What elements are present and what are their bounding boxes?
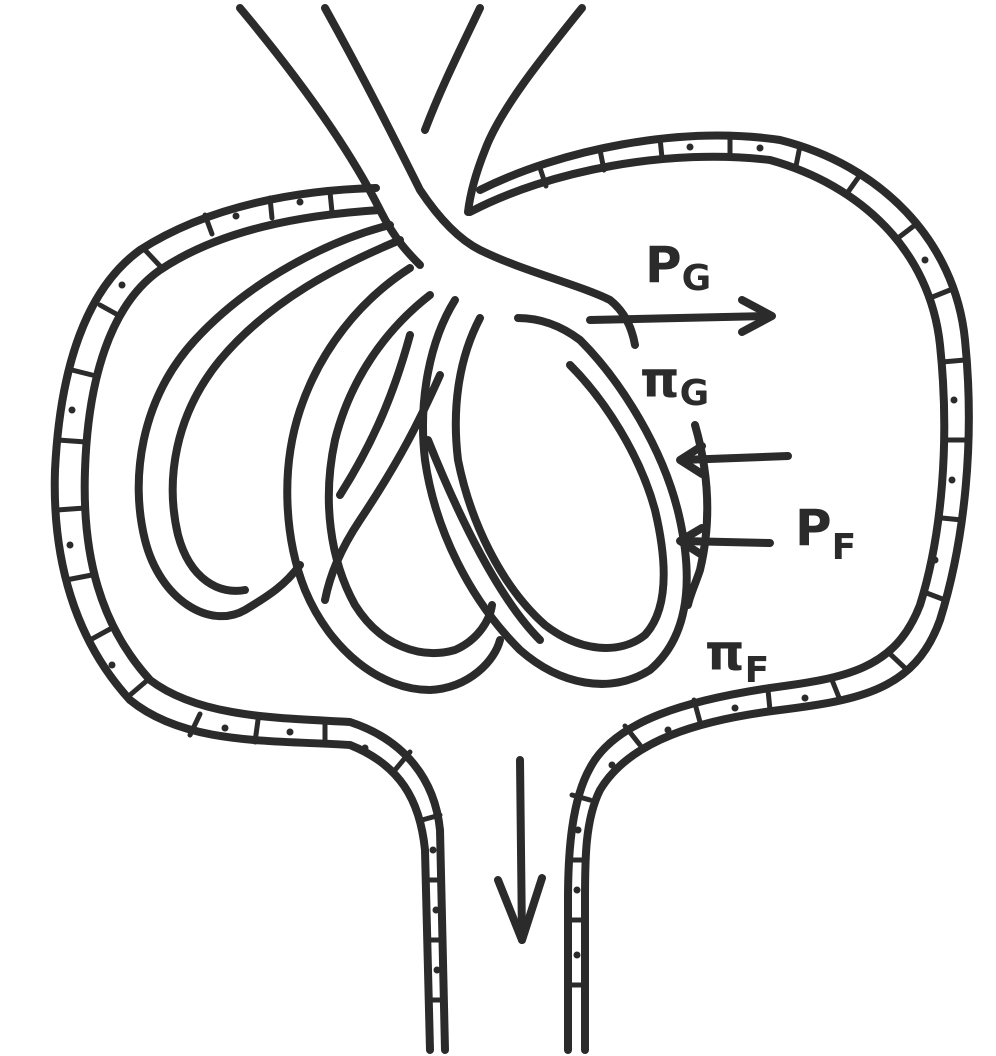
capsule-cells-left xyxy=(57,192,445,1000)
capillary-loop-1 xyxy=(139,225,390,616)
capillary-loop-3-inner xyxy=(456,318,664,648)
pf-arrow-upper xyxy=(680,446,788,474)
arteriole-right xyxy=(425,8,480,130)
arteriole-right-outer xyxy=(468,8,582,212)
pg-label: PG xyxy=(645,236,711,299)
capsule-cells-right xyxy=(540,136,968,985)
filtrate-flow-arrow xyxy=(498,760,542,940)
capsule-outer-wall-right xyxy=(480,136,969,1050)
pif-label: πF xyxy=(705,624,769,691)
pf-arrow-lower xyxy=(680,528,770,555)
pig-label: πG xyxy=(640,351,709,414)
capillary-loop-1-inner xyxy=(173,240,400,591)
pf-label: PF xyxy=(795,499,856,568)
